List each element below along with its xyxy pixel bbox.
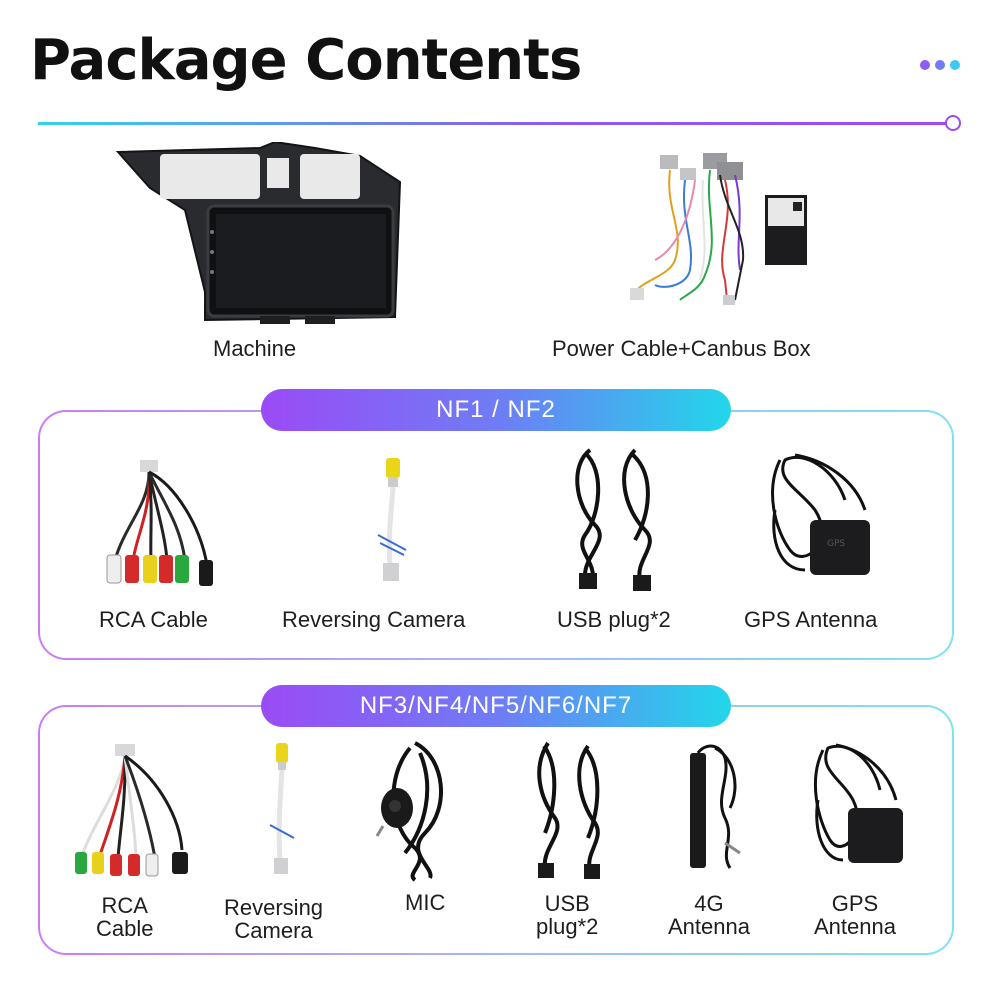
item-label-multiline: 4G Antenna	[668, 892, 750, 938]
item-label-line: plug*2	[536, 914, 599, 939]
dot	[935, 60, 945, 70]
rca-cable-icon	[106, 460, 213, 586]
item-label-line: Cable	[96, 916, 154, 941]
usb-plug-icon	[575, 448, 652, 591]
item-label: MIC	[405, 890, 446, 915]
item-label: GPS Antenna	[744, 607, 878, 632]
item-label-line: Reversing	[224, 895, 324, 920]
rca-cable-icon	[75, 744, 188, 877]
item-label: RCA Cable	[99, 607, 208, 632]
item-label-multiline: Reversing Camera	[224, 896, 323, 942]
item-label: Reversing Camera	[282, 607, 466, 632]
item-label: USB plug*2	[557, 607, 671, 632]
power-cable-canbus-icon	[630, 153, 807, 305]
gps-antenna-icon: GPS	[771, 453, 870, 575]
4g-antenna-icon	[690, 744, 741, 869]
power-cable-label: Power Cable+Canbus Box	[552, 336, 811, 361]
more-dots-icon	[920, 60, 960, 70]
gps-antenna-icon	[814, 743, 903, 863]
nf3-nf7-badge: NF3/NF4/NF5/NF6/NF7	[261, 685, 731, 727]
mic-icon	[375, 741, 443, 882]
dot	[950, 60, 960, 70]
item-label-line: GPS	[831, 891, 879, 916]
reversing-camera-icon	[269, 743, 295, 874]
item-label-multiline: GPS Antenna	[814, 892, 896, 938]
item-label-multiline: USB plug*2	[536, 892, 598, 938]
svg-text:GPS: GPS	[827, 539, 845, 549]
nf3-nf7-panel	[38, 705, 954, 955]
divider-end-circle-icon	[945, 115, 961, 131]
dot	[920, 60, 930, 70]
item-label-multiline: RCA Cable	[96, 894, 153, 940]
item-label-line: Camera	[234, 918, 313, 943]
header-divider	[38, 122, 950, 125]
usb-plug-icon	[537, 741, 600, 879]
machine-label: Machine	[213, 336, 297, 361]
page-title: Package Contents	[30, 28, 582, 93]
item-label-line: Antenna	[814, 914, 896, 939]
car-radio-head-unit-icon	[115, 142, 402, 324]
nf1-nf2-badge: NF1 / NF2	[261, 389, 731, 431]
item-label-line: Antenna	[668, 914, 750, 939]
reversing-camera-icon	[377, 458, 407, 581]
item-label-line: RCA	[101, 893, 148, 918]
item-label-line: 4G	[694, 891, 724, 916]
nf1-nf2-panel	[38, 410, 954, 660]
item-label-line: USB	[544, 891, 590, 916]
